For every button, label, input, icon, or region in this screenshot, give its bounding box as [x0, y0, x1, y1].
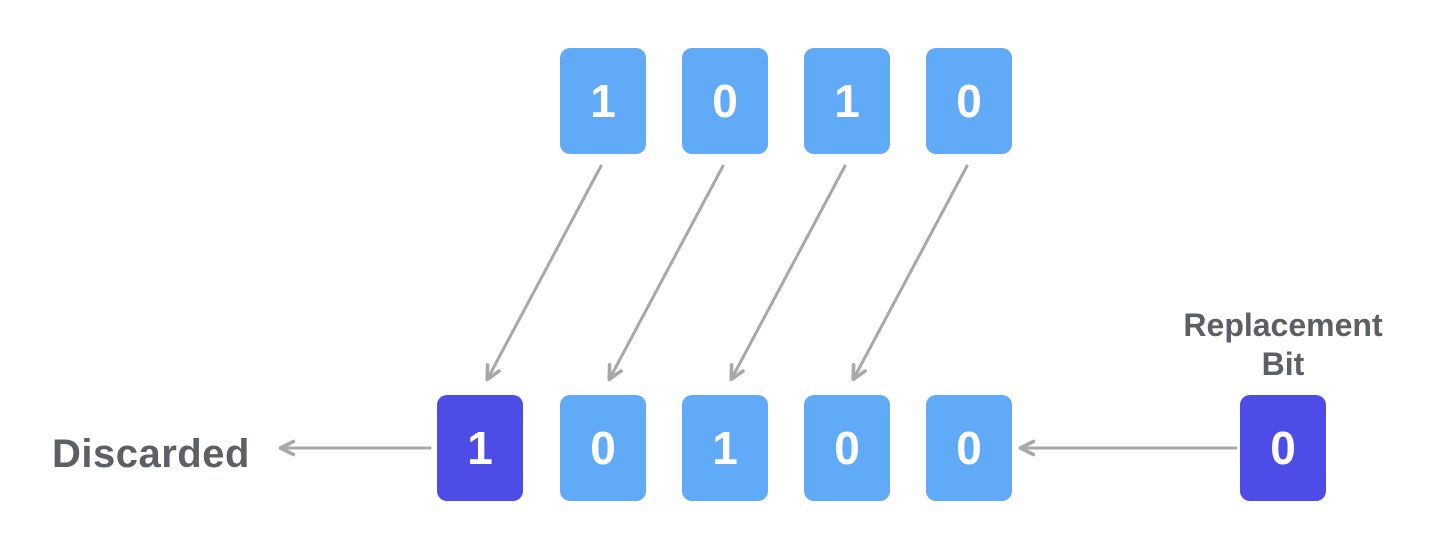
- shift-arrow-3: [729, 164, 847, 382]
- shift-arrow-1: [485, 164, 603, 382]
- bottom-bit-2: 0: [804, 395, 890, 501]
- top-bit-3: 0: [926, 48, 1012, 154]
- top-bit-2: 1: [804, 48, 890, 154]
- replacement-bit-box: 0: [1240, 395, 1326, 501]
- shift-arrow-2: [607, 164, 725, 382]
- bottom-bit-0: 0: [560, 395, 646, 501]
- bottom-bit-1: 1: [682, 395, 768, 501]
- bottom-bit-3: 0: [926, 395, 1012, 501]
- shift-arrow-4: [851, 164, 969, 382]
- discarded-bit-box: 1: [437, 395, 523, 501]
- replacement-bit-label: Replacement Bit: [1183, 307, 1383, 383]
- top-bit-1: 0: [682, 48, 768, 154]
- top-bit-0: 1: [560, 48, 646, 154]
- discarded-label: Discarded: [52, 432, 250, 476]
